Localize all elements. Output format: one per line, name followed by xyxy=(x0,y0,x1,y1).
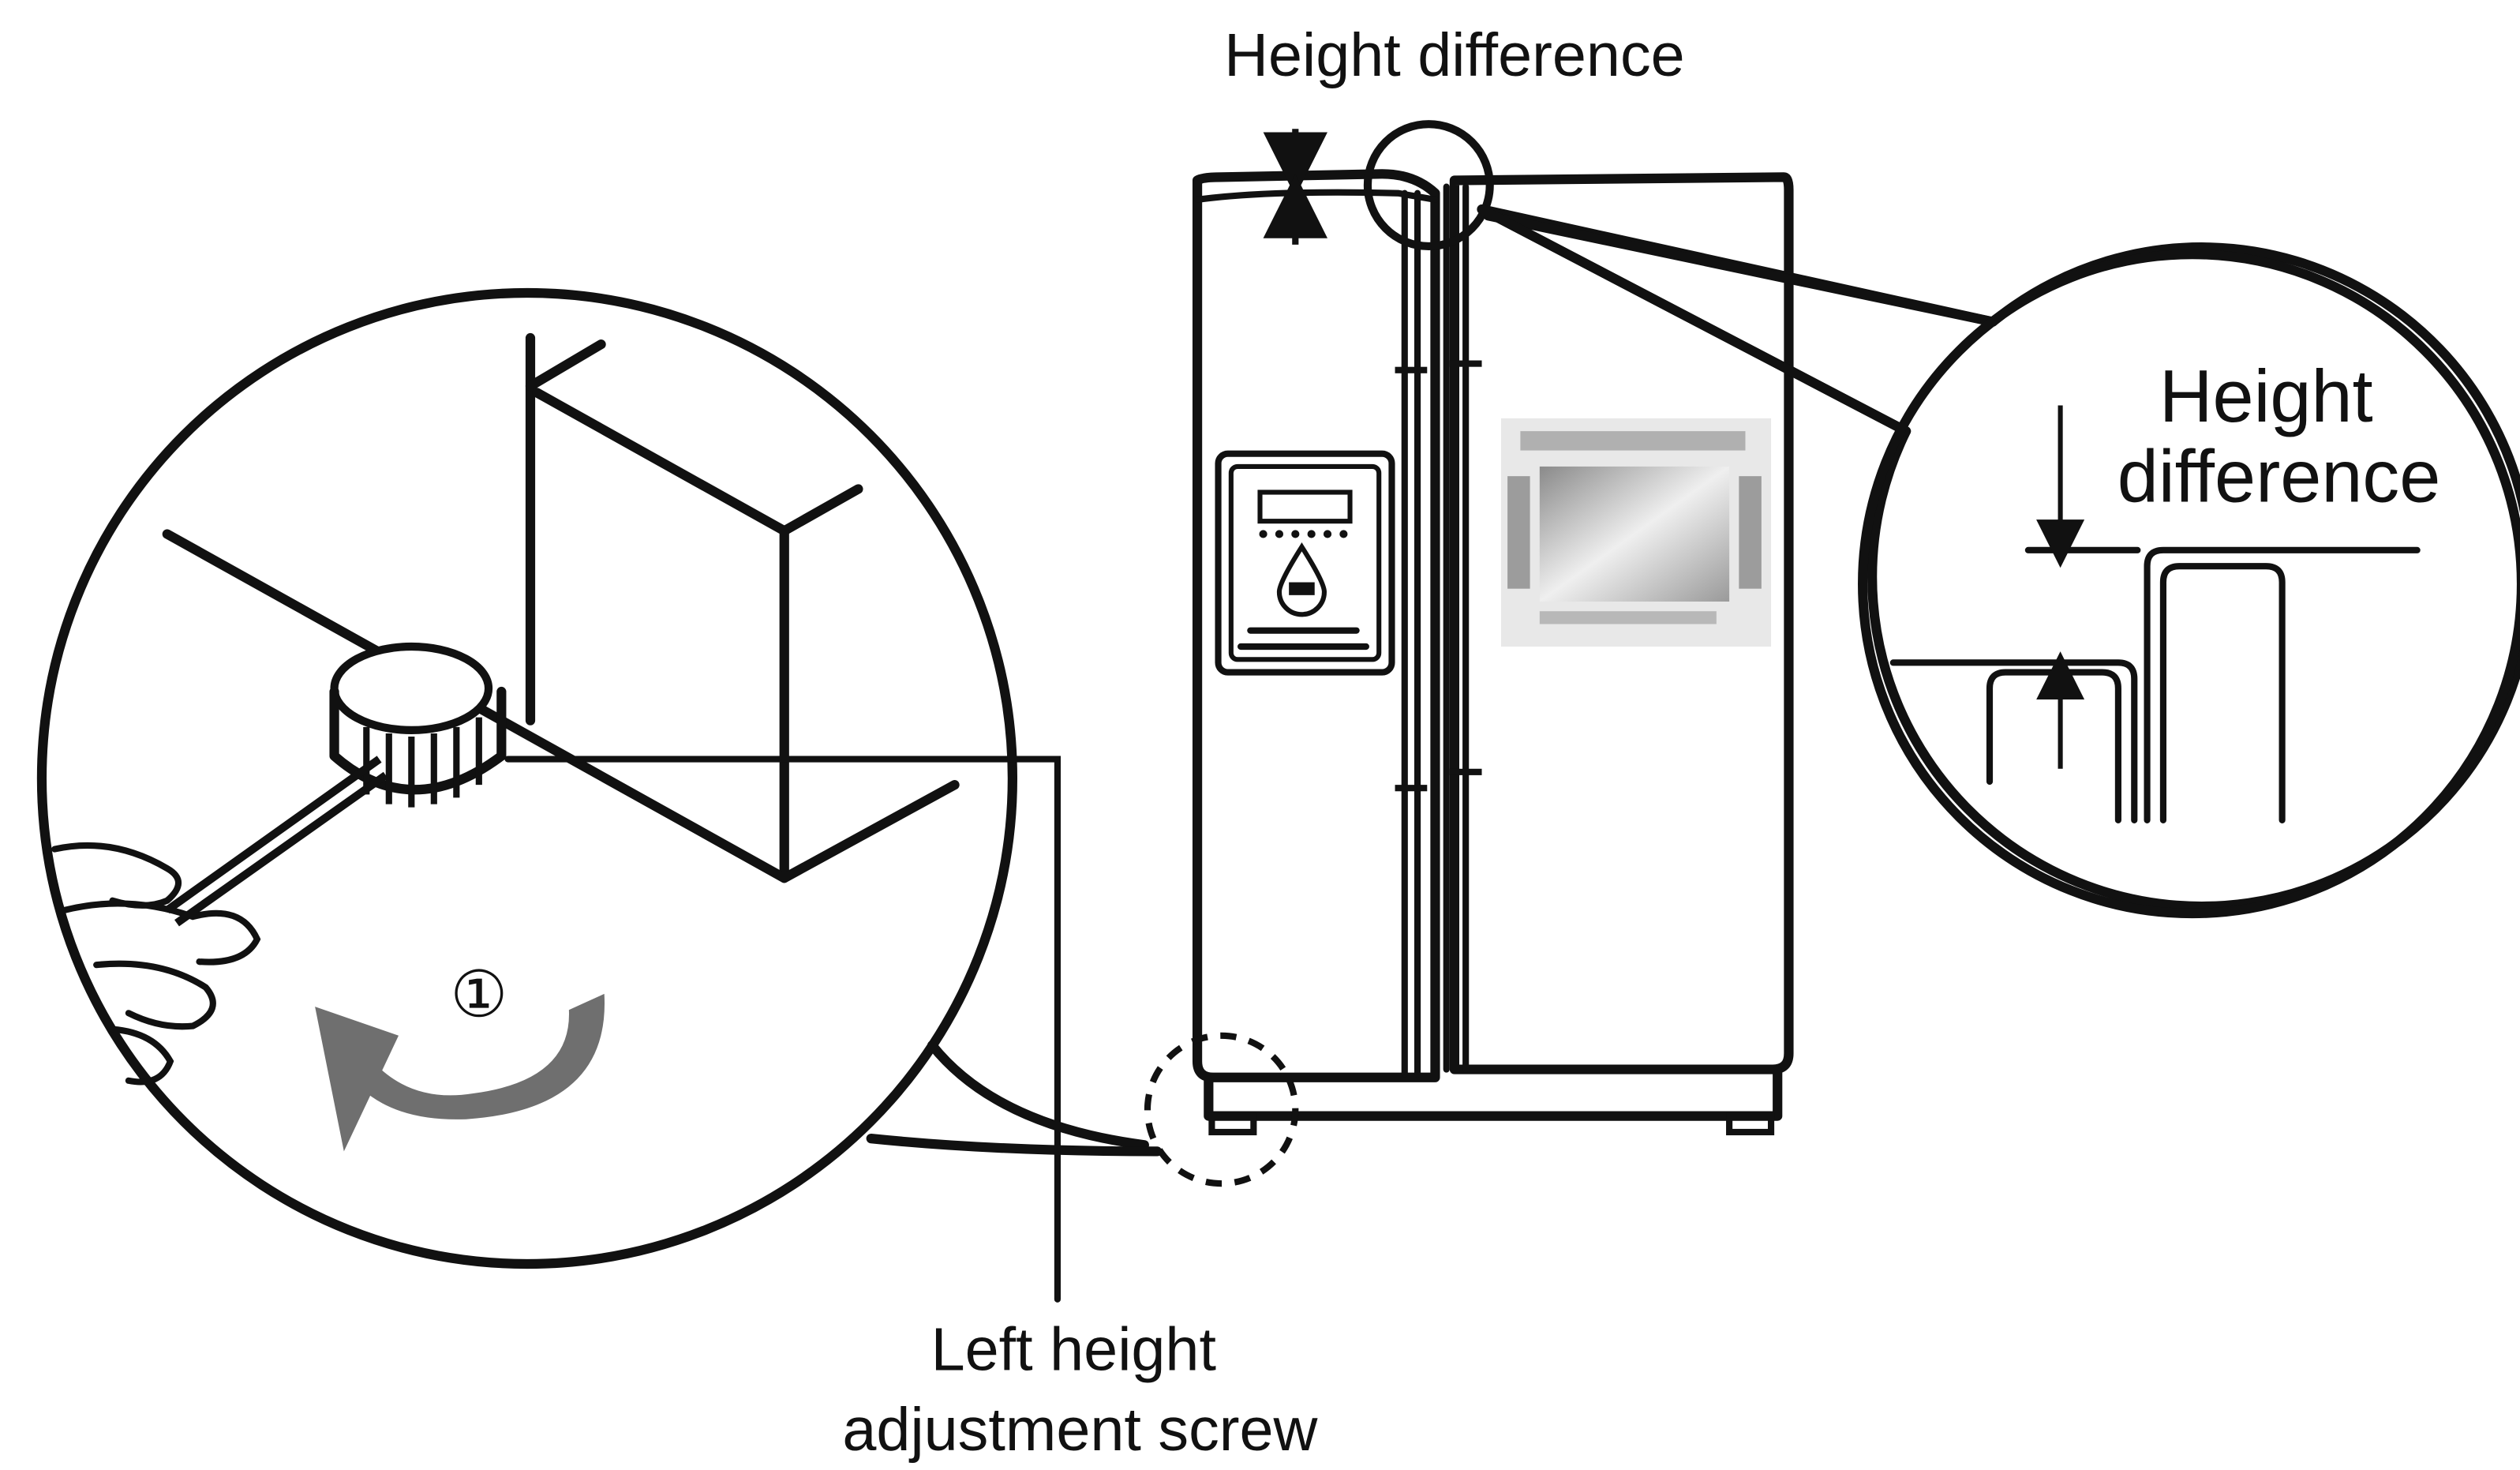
height-difference-callout: Height difference xyxy=(1477,204,2520,919)
left-door xyxy=(1192,169,1440,1082)
step-number-label: ① xyxy=(450,958,507,1030)
counterclockwise-arrow-icon xyxy=(315,993,605,1152)
hand-icon xyxy=(51,842,261,1086)
door-display-panel xyxy=(1500,418,1772,647)
leveling-screw xyxy=(329,642,507,808)
refrigerator-base xyxy=(1204,1066,1783,1121)
top-height-difference-label: Height difference xyxy=(1224,21,1685,89)
callout-difference-label: difference xyxy=(2117,435,2441,518)
bottom-detail-circle xyxy=(1144,1032,1299,1187)
callout-height-label: Height xyxy=(2159,354,2373,437)
screw-label-line2: adjustment screw xyxy=(842,1396,1318,1464)
water-drop-icon xyxy=(1276,542,1327,617)
refrigerator xyxy=(1192,169,1794,1136)
screw-label-line1: Left height xyxy=(931,1315,1216,1383)
screwdriver-icon xyxy=(164,756,388,927)
water-dispenser xyxy=(1215,450,1395,676)
screw-detail-callout: ① xyxy=(36,287,1299,1303)
top-detail-circle xyxy=(1363,120,1494,251)
